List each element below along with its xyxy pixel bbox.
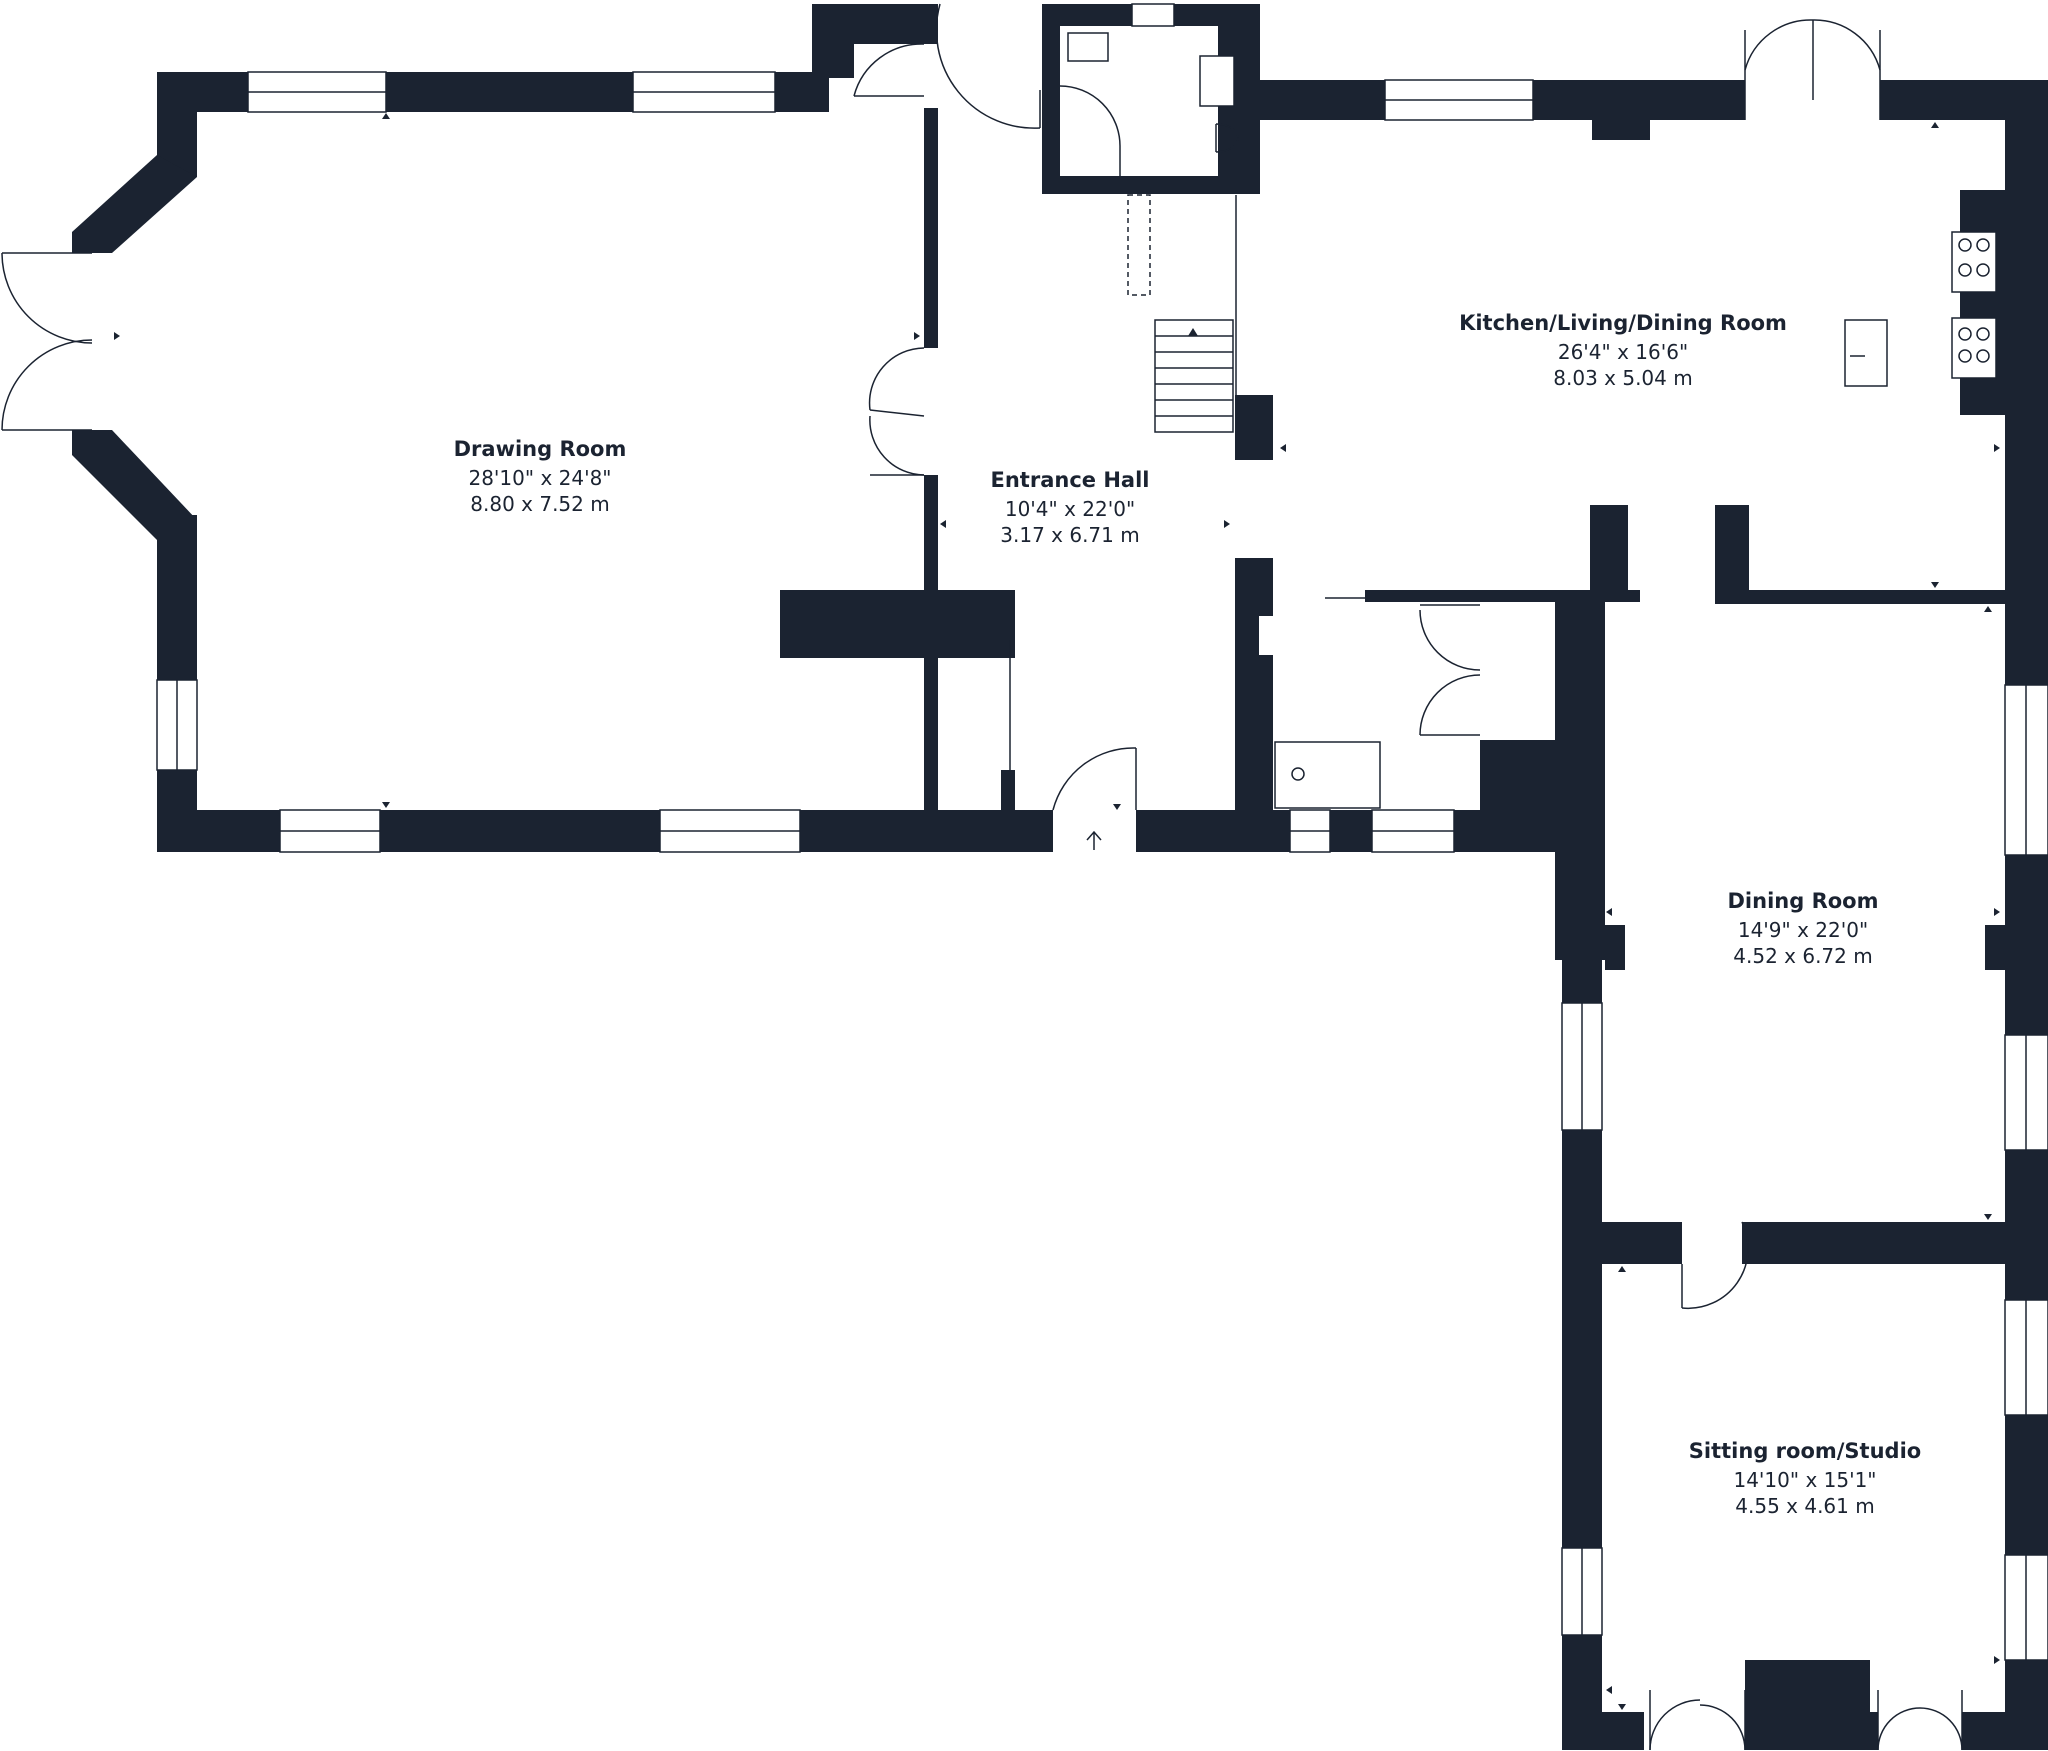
room-label-kitchen: Kitchen/Living/Dining Room 26'4" x 16'6"… [1459,311,1787,390]
doors [1,3,1963,1751]
room-dimensions-imperial: 26'4" x 16'6" [1558,340,1688,364]
fixtures [1067,32,1997,809]
room-name: Sitting room/Studio [1689,1439,1921,1463]
room-dimensions-metric: 8.03 x 5.04 m [1553,366,1692,390]
entrance-arrow-icon [1086,830,1102,850]
dimension-markers [114,113,2000,1710]
stairs [1127,194,1237,433]
room-dimensions-metric: 4.55 x 4.61 m [1735,1494,1874,1518]
room-label-dining-room: Dining Room 14'9" x 22'0" 4.52 x 6.72 m [1728,889,1879,968]
room-name: Entrance Hall [991,468,1150,492]
room-label-drawing-room: Drawing Room 28'10" x 24'8" 8.80 x 7.52 … [454,437,627,516]
room-dimensions-metric: 4.52 x 6.72 m [1733,944,1872,968]
room-name: Drawing Room [454,437,627,461]
room-dimensions-metric: 3.17 x 6.71 m [1000,523,1139,547]
room-label-entrance-hall: Entrance Hall 10'4" x 22'0" 3.17 x 6.71 … [991,468,1150,547]
windows [156,3,2048,1661]
room-dimensions-imperial: 14'9" x 22'0" [1738,918,1868,942]
room-name: Kitchen/Living/Dining Room [1459,311,1787,335]
room-dimensions-imperial: 28'10" x 24'8" [468,466,611,490]
room-name: Dining Room [1728,889,1879,913]
room-dimensions-imperial: 14'10" x 15'1" [1733,1468,1876,1492]
room-dimensions-imperial: 10'4" x 22'0" [1005,497,1135,521]
room-label-sitting-room: Sitting room/Studio 14'10" x 15'1" 4.55 … [1689,1439,1921,1518]
room-dimensions-metric: 8.80 x 7.52 m [470,492,609,516]
